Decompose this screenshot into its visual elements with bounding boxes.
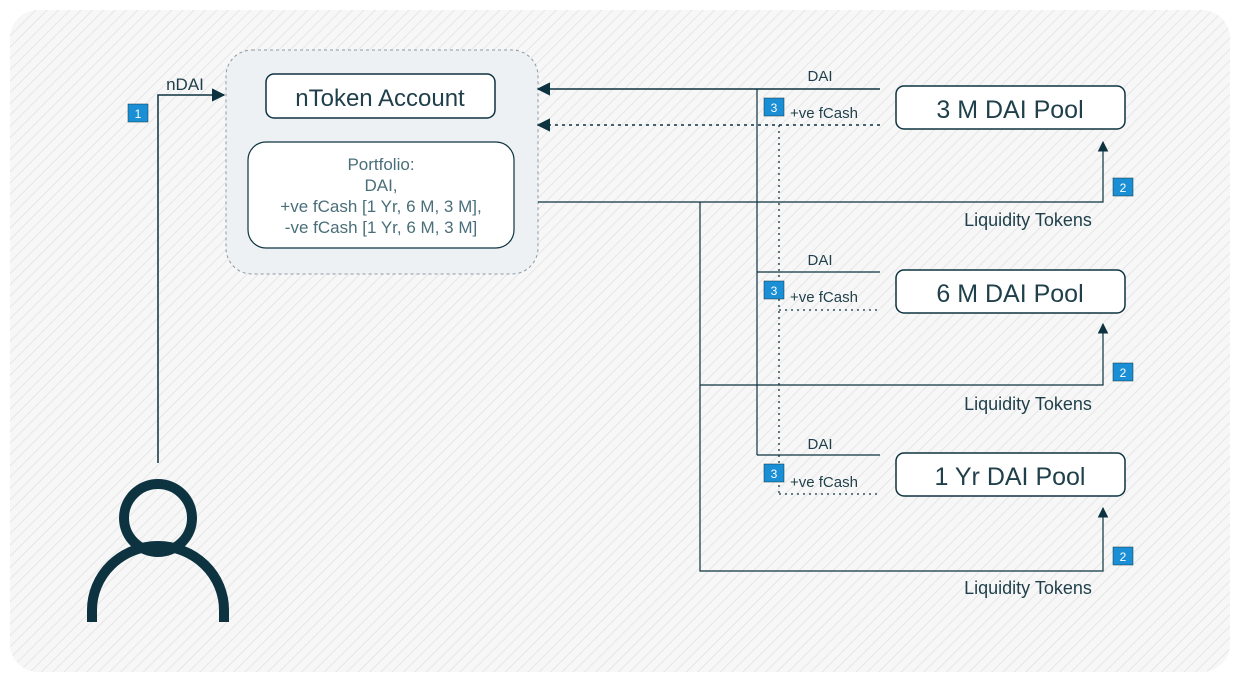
dai-label: DAI (807, 436, 832, 453)
step-badge-1: 1 (127, 103, 149, 123)
portfolio-line: Portfolio: (347, 155, 414, 174)
step-badge-2: 2 (1112, 546, 1134, 566)
pool-name: 1 Yr DAI Pool (934, 463, 1085, 491)
pool-6m-node[interactable]: 6 M DAI Pool (895, 269, 1126, 314)
dai-label: DAI (807, 68, 832, 85)
pool-3m-node[interactable]: 3 M DAI Pool (895, 85, 1126, 130)
ndai-label: nDAI (166, 75, 204, 94)
person-icon (87, 479, 229, 622)
portfolio-line: DAI, (364, 176, 397, 195)
liquidity-tokens-label: Liquidity Tokens (964, 394, 1092, 414)
ntoken-account-node[interactable]: nToken Account (265, 73, 496, 119)
svg-text:1: 1 (135, 107, 142, 121)
liquidity-trunk-line (699, 202, 1109, 572)
ntoken-account-label: nToken Account (295, 85, 465, 112)
portfolio-line: -ve fCash [1 Yr, 6 M, 3 M] (285, 218, 477, 237)
svg-text:2: 2 (1120, 550, 1127, 564)
step-badge-3: 3 (763, 97, 785, 117)
step-badge-3: 3 (763, 280, 785, 300)
pool-1yr-node[interactable]: 1 Yr DAI Pool (895, 452, 1126, 497)
svg-text:2: 2 (1120, 181, 1127, 195)
liquidity-line-3m (538, 140, 1109, 203)
svg-text:3: 3 (771, 467, 778, 481)
svg-text:3: 3 (771, 101, 778, 115)
fcash-label: +ve fCash (790, 289, 858, 306)
svg-text:3: 3 (771, 284, 778, 298)
step-badge-2: 2 (1112, 362, 1134, 382)
liquidity-tokens-label: Liquidity Tokens (964, 578, 1092, 598)
dai-label: DAI (807, 252, 832, 269)
step-badge-3: 3 (763, 463, 785, 483)
liquidity-line-6m (700, 322, 1109, 386)
portfolio-node[interactable]: Portfolio: DAI, +ve fCash [1 Yr, 6 M, 3 … (247, 141, 515, 249)
pool-name: 6 M DAI Pool (936, 280, 1083, 308)
ndai-flow-arrow (157, 88, 226, 463)
liquidity-tokens-label: Liquidity Tokens (964, 210, 1092, 230)
fcash-label: +ve fCash (790, 105, 858, 122)
step-badge-2: 2 (1112, 177, 1134, 197)
fcash-label: +ve fCash (790, 474, 858, 491)
pool-name: 3 M DAI Pool (936, 96, 1083, 124)
portfolio-line: +ve fCash [1 Yr, 6 M, 3 M], (280, 197, 481, 216)
svg-text:2: 2 (1120, 366, 1127, 380)
